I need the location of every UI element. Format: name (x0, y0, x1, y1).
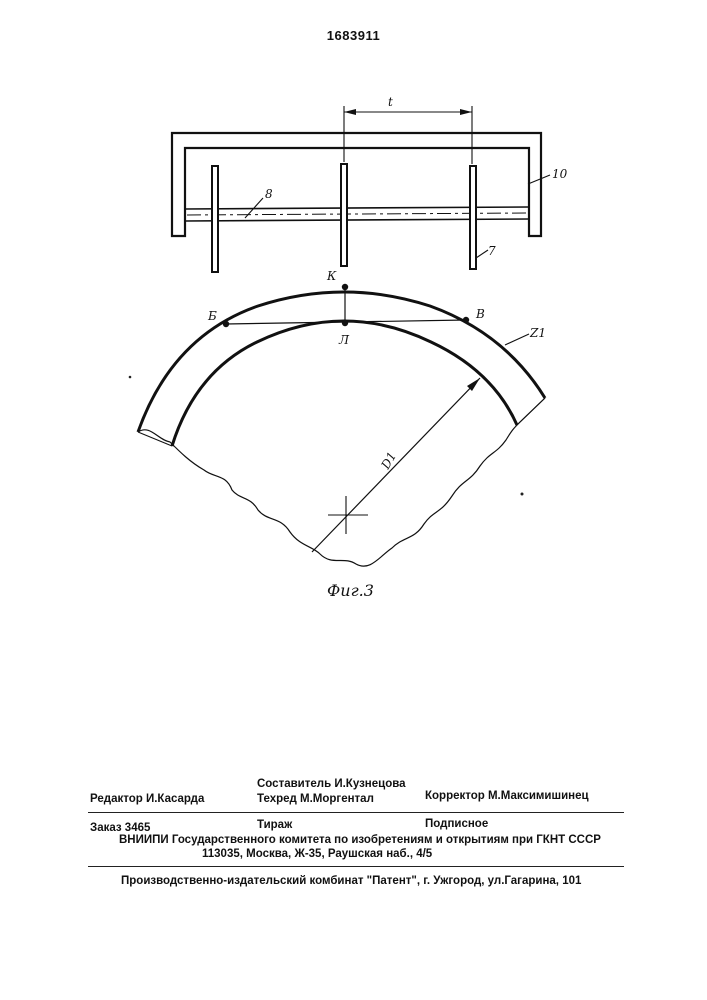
disc-middle (341, 164, 347, 266)
label-shaft-8: 8 (265, 187, 273, 201)
point-b (223, 321, 229, 327)
label-frame-10: 10 (552, 167, 568, 181)
disc-right (470, 166, 476, 269)
diameter-d1-line (312, 378, 480, 552)
point-k (342, 284, 348, 290)
imprint-rule-top (88, 812, 624, 813)
dim-t-arrow-right (460, 109, 472, 115)
dim-t-arrow-left (344, 109, 356, 115)
point-v (463, 317, 469, 323)
leader-z1 (505, 334, 529, 345)
label-disc-7: 7 (488, 244, 496, 258)
techred: Техред М.Моргентал (257, 793, 374, 805)
leader-10 (528, 175, 550, 184)
composer: Составитель И.Кузнецова (257, 778, 406, 790)
order-number: Заказ 3465 (90, 822, 150, 834)
label-point-k: К (326, 269, 337, 283)
figure-caption: Фиг.3 (327, 581, 374, 600)
label-point-l: Л (338, 333, 350, 347)
break-line (138, 398, 545, 566)
corrector: Корректор М.Максимишинец (425, 790, 589, 802)
publisher: Производственно-издательский комбинат "П… (121, 875, 581, 887)
figure-3-drawing: t 10 8 7 К Б В Л Z1 D1 Фиг.3 (0, 0, 707, 620)
shaft-8-bottom (185, 219, 529, 221)
editor: Редактор И.Касарда (90, 793, 204, 805)
institute: ВНИИПИ Государственного комитета по изоб… (119, 834, 601, 846)
label-pitch-t: t (388, 95, 393, 109)
label-diameter: D1 (378, 450, 399, 473)
scan-speck (129, 376, 132, 379)
point-l (342, 320, 348, 326)
label-point-v: В (475, 307, 485, 321)
disc-left (212, 166, 218, 272)
institute-address: 113035, Москва, Ж-35, Раушская наб., 4/5 (202, 848, 432, 860)
shaft-8-top (185, 207, 529, 209)
circulation: Тираж (257, 819, 292, 831)
scan-speck (521, 493, 524, 496)
subscription: Подписное (425, 818, 488, 830)
imprint-rule-bottom (88, 866, 624, 867)
label-point-b: Б (207, 309, 217, 323)
leader-7 (476, 250, 488, 258)
label-tooth-count: Z1 (529, 326, 546, 340)
